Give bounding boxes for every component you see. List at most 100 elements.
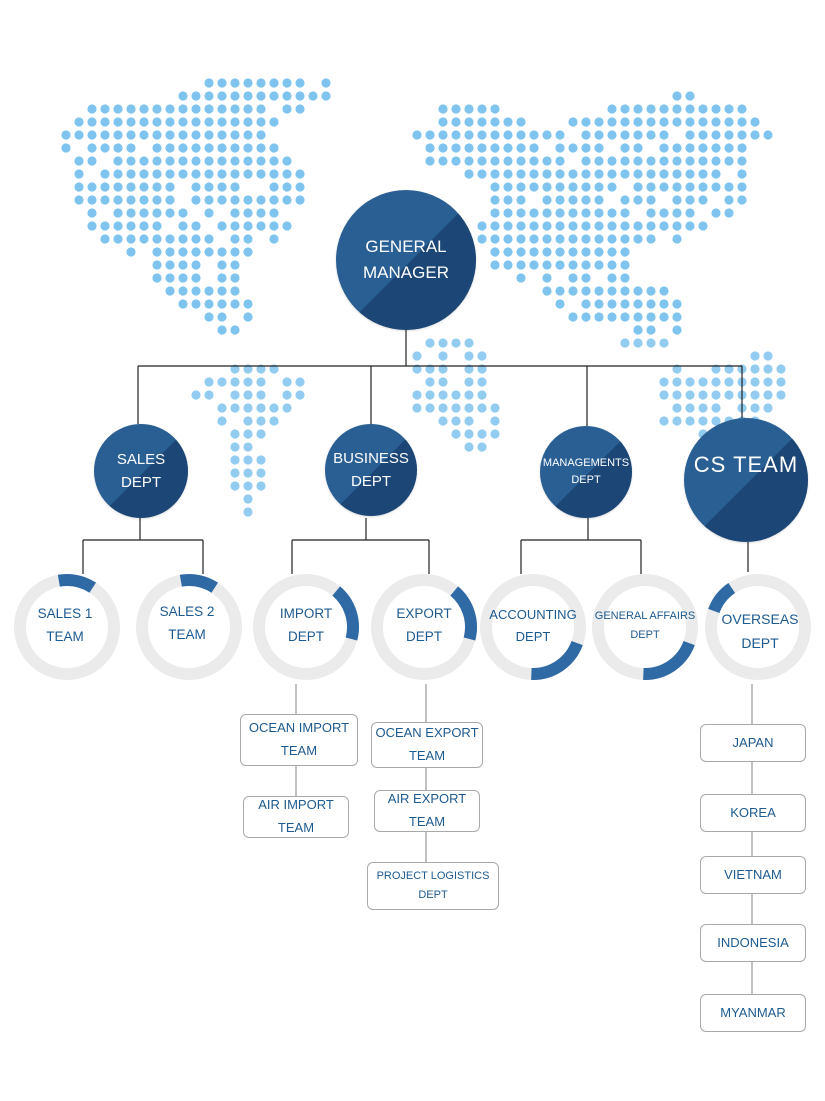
map-dot <box>542 221 552 231</box>
map-dot <box>230 442 240 452</box>
map-dot <box>633 156 643 166</box>
map-dot <box>464 143 474 153</box>
map-dot <box>438 364 448 374</box>
map-dot <box>594 234 604 244</box>
map-dot <box>230 169 240 179</box>
cs-team-node: CS TEAM <box>684 418 808 542</box>
map-dot <box>139 195 149 205</box>
map-dot <box>464 130 474 140</box>
map-dot <box>568 221 578 231</box>
map-dot <box>204 195 214 205</box>
map-dot <box>490 221 500 231</box>
map-dot <box>152 260 162 270</box>
map-dot <box>646 325 656 335</box>
map-dot <box>542 260 552 270</box>
map-dot <box>464 416 474 426</box>
world-map-dots <box>61 78 786 517</box>
country-indonesia-box: INDONESIA <box>700 924 806 962</box>
map-dot <box>230 117 240 127</box>
map-dot <box>672 403 682 413</box>
map-dot <box>542 273 552 283</box>
map-dot <box>750 117 760 127</box>
map-dot <box>113 156 123 166</box>
map-dot <box>711 182 721 192</box>
map-dot <box>191 286 201 296</box>
map-dot <box>750 130 760 140</box>
map-dot <box>282 221 292 231</box>
map-dot <box>126 104 136 114</box>
map-dot <box>594 143 604 153</box>
map-dot <box>243 234 253 244</box>
map-dot <box>243 299 253 309</box>
map-dot <box>711 143 721 153</box>
map-dot <box>100 143 110 153</box>
map-dot <box>633 234 643 244</box>
map-dot <box>243 507 253 517</box>
map-dot <box>529 169 539 179</box>
map-dot <box>230 195 240 205</box>
map-dot <box>490 234 500 244</box>
map-dot <box>620 247 630 257</box>
cs-team-label: CS TEAM <box>693 451 799 477</box>
map-dot <box>152 208 162 218</box>
map-dot <box>269 169 279 179</box>
map-dot <box>295 104 305 114</box>
map-dot <box>724 130 734 140</box>
map-dot <box>217 169 227 179</box>
map-dot <box>230 260 240 270</box>
map-dot <box>256 117 266 127</box>
map-dot <box>620 143 630 153</box>
map-dot <box>685 169 695 179</box>
air-export-team-box: AIR EXPORT TEAM <box>374 790 480 832</box>
ring-progress-arc <box>57 574 97 593</box>
map-dot <box>607 104 617 114</box>
map-dot <box>217 416 227 426</box>
map-dot <box>529 156 539 166</box>
map-dot <box>594 221 604 231</box>
map-dot <box>477 117 487 127</box>
map-dot <box>594 260 604 270</box>
map-dot <box>87 143 97 153</box>
map-dot <box>230 299 240 309</box>
map-dot <box>256 143 266 153</box>
map-dot <box>711 208 721 218</box>
map-dot <box>555 221 565 231</box>
map-dot <box>620 260 630 270</box>
map-dot <box>490 143 500 153</box>
map-dot <box>256 195 266 205</box>
map-dot <box>607 182 617 192</box>
map-dot <box>217 143 227 153</box>
map-dot <box>646 299 656 309</box>
map-dot <box>685 182 695 192</box>
map-dot <box>87 221 97 231</box>
map-dot <box>477 364 487 374</box>
map-dot <box>490 416 500 426</box>
map-dot <box>633 182 643 192</box>
map-dot <box>100 234 110 244</box>
map-dot <box>581 130 591 140</box>
map-dot <box>230 143 240 153</box>
business-dept-label: BUSINESS DEPT <box>333 449 409 490</box>
map-dot <box>568 195 578 205</box>
map-dot <box>139 156 149 166</box>
map-dot <box>152 130 162 140</box>
map-dot <box>555 195 565 205</box>
map-dot <box>61 143 71 153</box>
map-dot <box>217 377 227 387</box>
map-dot <box>191 195 201 205</box>
map-dot <box>204 247 214 257</box>
map-dot <box>178 247 188 257</box>
general-affairs-ring <box>592 574 698 680</box>
map-dot <box>165 273 175 283</box>
map-dot <box>555 182 565 192</box>
map-dot <box>581 195 591 205</box>
map-dot <box>256 156 266 166</box>
map-dot <box>464 377 474 387</box>
map-dot <box>230 325 240 335</box>
map-dot <box>243 416 253 426</box>
map-dot <box>529 130 539 140</box>
map-dot <box>737 195 747 205</box>
map-dot <box>594 312 604 322</box>
sales2-ring <box>136 574 242 680</box>
